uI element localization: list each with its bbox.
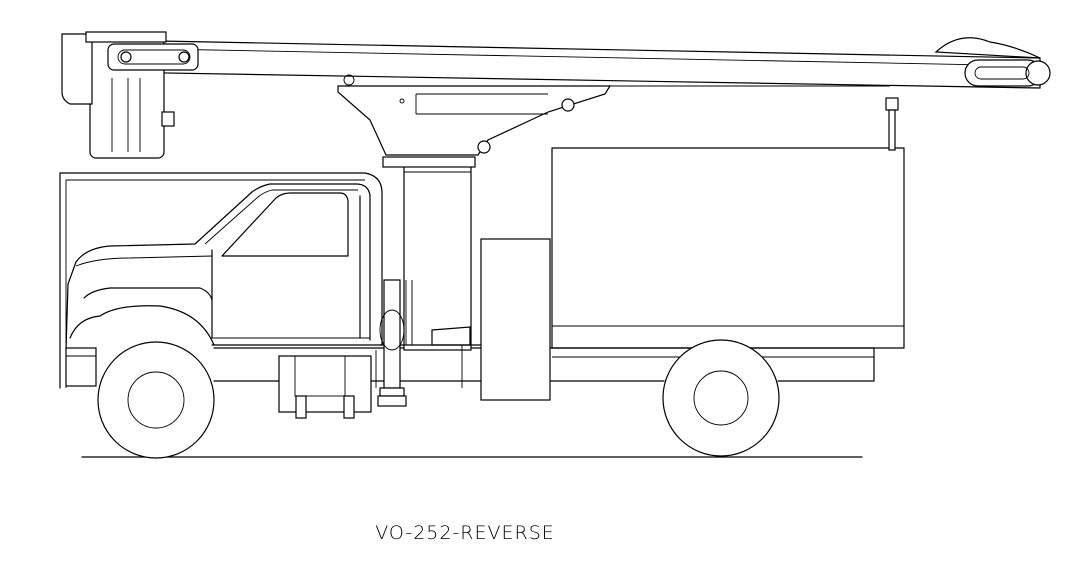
- truck-cab: [59, 172, 383, 389]
- boom-turret-head: [337, 85, 890, 156]
- aerial-bucket: [61, 31, 199, 159]
- main-boom: [107, 37, 1051, 89]
- drawing-caption: VO-252-REVERSE: [375, 522, 555, 544]
- boom-pedestal: [379, 156, 481, 351]
- rear-wheel: [662, 339, 780, 457]
- front-wheel: [97, 341, 215, 459]
- side-compartment: [480, 238, 551, 401]
- utility-body: [551, 97, 905, 349]
- outrigger: [375, 279, 463, 407]
- fuel-tank: [278, 355, 372, 419]
